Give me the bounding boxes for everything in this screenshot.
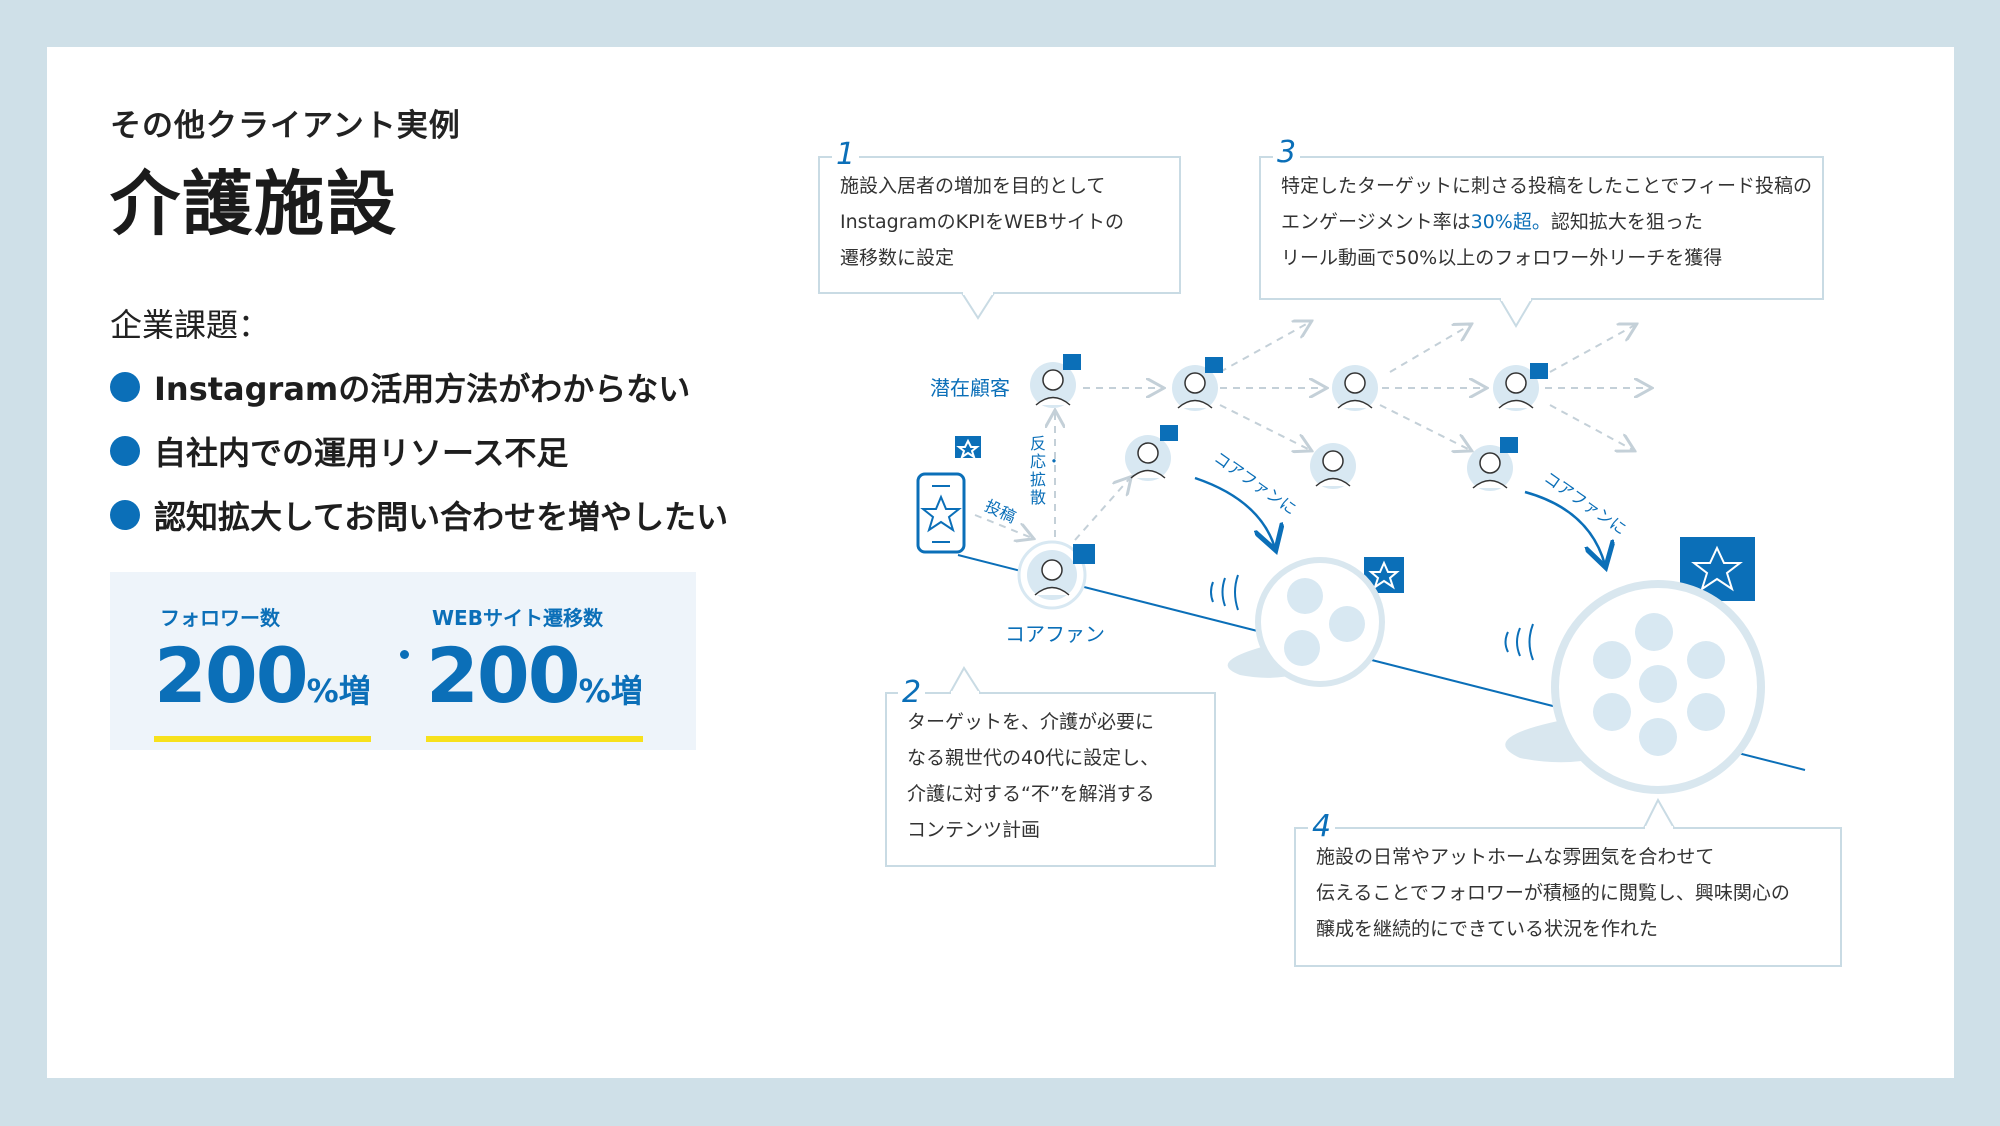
issue-text: 自社内での運用リソース不足 [154, 434, 569, 472]
bubble-line: 醸成を継続的にできている状況を作れた [1316, 918, 1659, 940]
step-number-1: 1 [832, 140, 860, 170]
bullet-dot-icon [110, 372, 140, 402]
step-number-3: 3 [1273, 138, 1301, 168]
core-fan-label: コアファン [1005, 622, 1105, 646]
bubble-line: 遷移数に設定 [840, 247, 955, 269]
person-icons [1017, 362, 1539, 610]
bubble-line: コンテンツ計画 [907, 819, 1041, 841]
smartphone-icon [916, 472, 966, 554]
step-number-4: 4 [1308, 812, 1336, 842]
metric-unit: %増 [306, 672, 371, 710]
step-bubble-1: 施設入居者の増加を目的として InstagramのKPIをWEBサイトの 遷移数… [818, 156, 1181, 294]
step-bubble-4: 施設の日常やアットホームな雰囲気を合わせて 伝えることでフォロワーが積極的に閲覧… [1294, 827, 1842, 967]
bubble-line: 介護に対する“不”を解消する [907, 783, 1155, 805]
step-bubble-3: 特定したターゲットに刺さる投稿をしたことでフィード投稿の エンゲージメント率は3… [1259, 156, 1824, 300]
potential-customer-label: 潜在顧客 [930, 376, 1010, 400]
metric-value: 200%増 [426, 637, 643, 742]
separator-dot [400, 650, 409, 659]
metric-number: 200 [426, 631, 581, 720]
bubble-text: 認知拡大を狙った [1550, 211, 1703, 233]
react-label: 反応・拡散 [1030, 434, 1063, 507]
issue-text: 認知拡大してお問い合わせを増やしたい [154, 498, 729, 536]
bubble-line: InstagramのKPIをWEBサイトの [840, 211, 1125, 233]
bubble-line: 伝えることでフォロワーが積極的に閲覧し、興味関心の [1316, 882, 1790, 904]
issue-label: 企業課題： [110, 306, 271, 344]
bullet-dot-icon [110, 436, 140, 466]
issue-text: Instagramの活用方法がわからない [154, 370, 691, 408]
results-box: フォロワー数 200%増 WEBサイト遷移数 200%増 [110, 572, 696, 750]
bubble-line: ターゲットを、介護が必要に [907, 711, 1155, 733]
list-item: 認知拡大してお問い合わせを増やしたい [110, 483, 728, 547]
bubble-text: エンゲージメント率は [1281, 211, 1471, 233]
step-number-2: 2 [898, 678, 926, 708]
bubble-line: 特定したターゲットに刺さる投稿をしたことでフィード投稿の [1281, 175, 1813, 197]
metric-label: WEBサイト遷移数 [432, 606, 603, 630]
metric-unit: %増 [578, 672, 643, 710]
bubble-line: なる親世代の40代に設定し、 [907, 747, 1160, 769]
corefan-group-large [1505, 580, 1765, 794]
metric-value: 200%増 [154, 637, 371, 742]
badge-stars [956, 438, 1743, 592]
page-subtitle: その他クライアント実例 [110, 108, 461, 144]
bubble-line: エンゲージメント率は30%超。認知拡大を狙った [1281, 204, 1802, 240]
spread-arrows [974, 322, 1650, 550]
metric-number: 200 [154, 631, 309, 720]
list-item: Instagramの活用方法がわからない [110, 355, 728, 419]
step-bubble-2: ターゲットを、介護が必要に なる親世代の40代に設定し、 介護に対する“不”を解… [885, 692, 1216, 867]
corefan-group-small [1227, 557, 1385, 687]
list-item: 自社内での運用リソース不足 [110, 419, 728, 483]
bullet-dot-icon [110, 500, 140, 530]
issue-list: Instagramの活用方法がわからない 自社内での運用リソース不足 認知拡大し… [110, 355, 728, 547]
bubble-line: リール動画で50%以上のフォロワー外リーチを獲得 [1281, 247, 1723, 269]
bubble-line: 施設の日常やアットホームな雰囲気を合わせて [1316, 846, 1715, 868]
metric-label: フォロワー数 [160, 606, 280, 630]
highlight-text: 30%超。 [1470, 211, 1551, 233]
metric-followers: フォロワー数 200%増 [154, 602, 371, 742]
metric-web: WEBサイト遷移数 200%増 [426, 602, 643, 742]
bubble-line: 施設入居者の増加を目的として [840, 175, 1106, 197]
page-title: 介護施設 [110, 163, 398, 245]
